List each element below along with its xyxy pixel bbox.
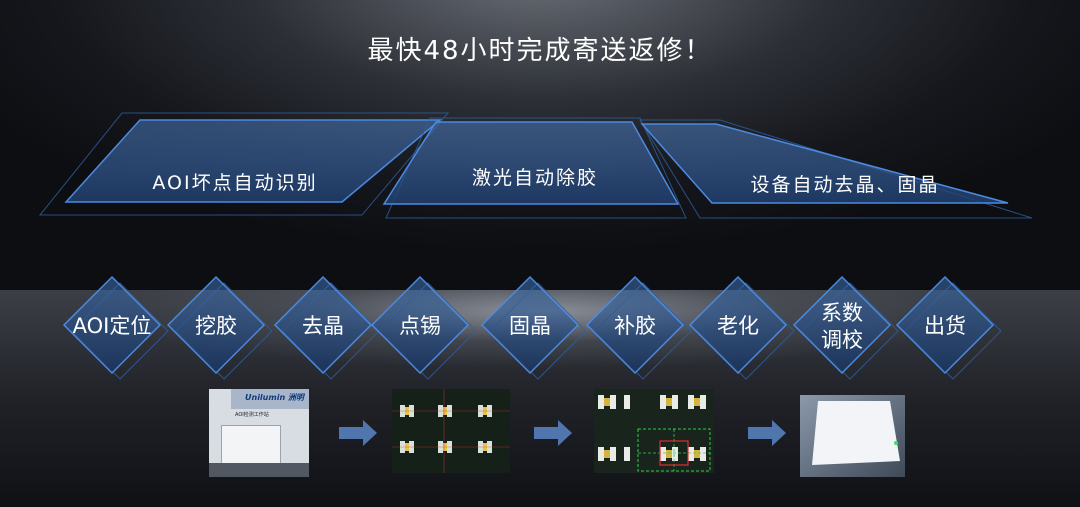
step-label: 补胶 [614, 314, 656, 338]
page-title: 最快48小时完成寄送返修！ [367, 36, 713, 66]
step-diamond [166, 275, 266, 375]
step-label: 出货 [924, 314, 966, 338]
step-diamond [895, 275, 995, 375]
step-label: 系数 调校 [821, 301, 863, 352]
step-label: AOI定位 [72, 314, 152, 338]
step-label: 固晶 [509, 314, 551, 338]
led-pads-photo [392, 389, 510, 473]
process-label-laser: 激光自动除胶 [471, 167, 598, 189]
arrow-icon [339, 420, 377, 446]
step-diamond [792, 275, 892, 375]
arrow-icon [534, 420, 572, 446]
step-diamond [370, 275, 470, 375]
brand-label: Unilumin 洲明 [245, 393, 304, 402]
aoi-station-photo: Unilumin 洲明 AOI检测工作站 [209, 389, 309, 477]
step-diamond [62, 275, 162, 375]
process-panel-equipment [639, 119, 1033, 219]
step-label: 挖胶 [195, 314, 237, 338]
step-diamond [585, 275, 685, 375]
process-panel-laser [382, 117, 687, 219]
arrow-icon [748, 420, 786, 446]
step-label: 老化 [717, 314, 759, 338]
step-diamond [480, 275, 580, 375]
step-diamond [688, 275, 788, 375]
led-grid-inspection-photo [594, 389, 714, 473]
step-label: 点锡 [399, 314, 441, 338]
step-diamond [273, 275, 373, 375]
finished-panel-photo [800, 395, 905, 477]
photo-caption: AOI检测工作站 [235, 412, 269, 418]
process-label-equipment: 设备自动去晶、固晶 [750, 174, 940, 196]
step-label: 去晶 [302, 314, 344, 338]
process-label-aoi: AOI坏点自动识别 [152, 172, 318, 194]
process-panel-aoi [38, 112, 450, 216]
